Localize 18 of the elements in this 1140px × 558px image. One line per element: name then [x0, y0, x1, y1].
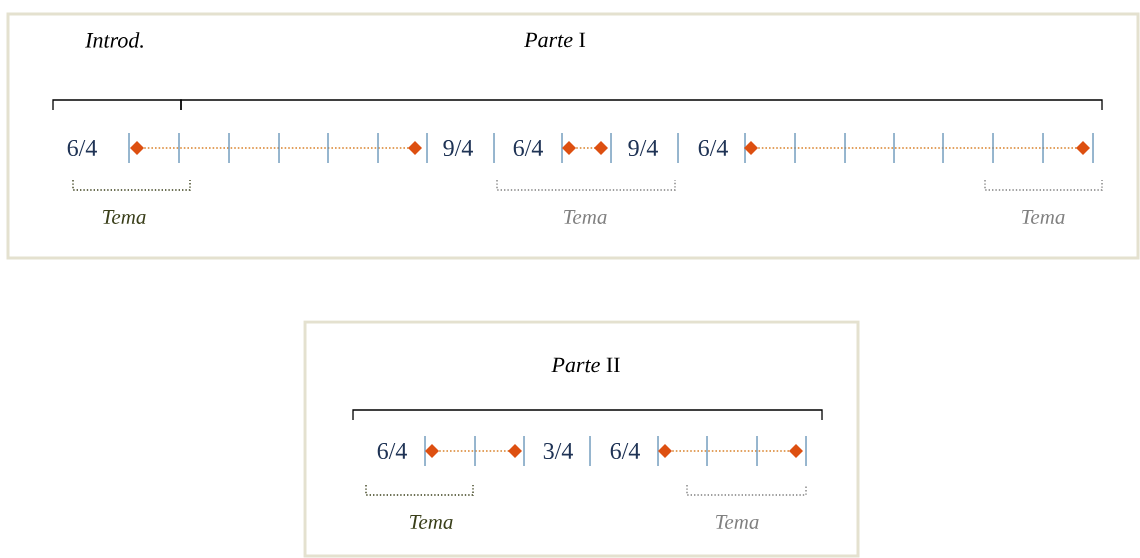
meter-label: 6/4	[377, 442, 407, 460]
section-heading: Introd.	[85, 32, 143, 48]
theme-label: Tema	[716, 515, 759, 529]
theme-label: Tema	[1022, 210, 1065, 224]
meter-label: 6/4	[698, 139, 728, 157]
theme-label: Tema	[564, 210, 607, 224]
meter-label: 9/4	[443, 139, 473, 157]
meter-label: 9/4	[628, 139, 658, 157]
theme-label: Tema	[103, 210, 146, 224]
meter-label: 3/4	[543, 442, 573, 460]
meter-label: 6/4	[513, 139, 543, 157]
section-heading: Parte II	[551, 357, 620, 373]
panel	[6, 12, 1140, 260]
section-heading: Parte I	[524, 32, 586, 48]
panel	[303, 320, 860, 558]
meter-label: 6/4	[67, 139, 97, 157]
meter-label: 6/4	[610, 442, 640, 460]
theme-label: Tema	[410, 515, 453, 529]
